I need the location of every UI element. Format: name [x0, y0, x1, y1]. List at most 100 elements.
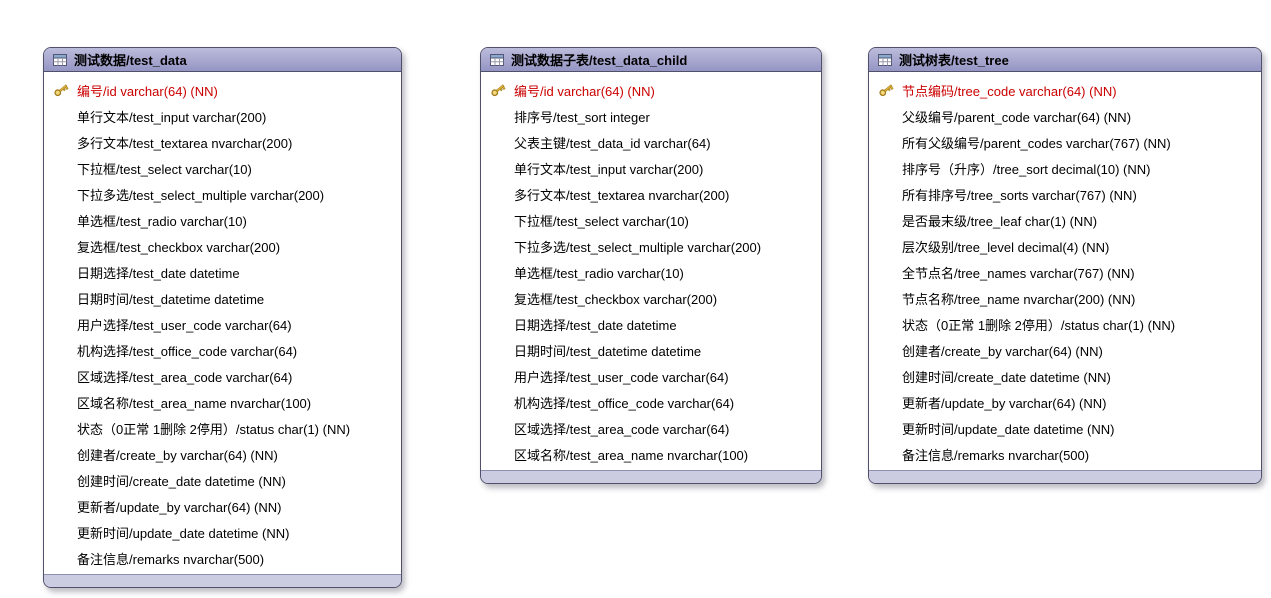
- column-row: 父级编号/parent_code varchar(64) (NN): [869, 103, 1261, 129]
- column-row-primary-key: 编号/id varchar(64) (NN): [44, 77, 401, 103]
- column-definition: 创建者/create_by varchar(64) (NN): [77, 447, 278, 463]
- table-title: 测试数据/test_data: [74, 53, 187, 68]
- column-row: 状态（0正常 1删除 2停用）/status char(1) (NN): [44, 415, 401, 441]
- table-node-test_data[interactable]: 测试数据/test_data 编号/id varchar(64) (NN) 单行文本…: [43, 47, 402, 588]
- column-row: 下拉框/test_select varchar(10): [481, 207, 821, 233]
- column-row: 复选框/test_checkbox varchar(200): [44, 233, 401, 259]
- column-row: 备注信息/remarks nvarchar(500): [869, 441, 1261, 467]
- column-definition: 单选框/test_radio varchar(10): [514, 265, 684, 281]
- column-definition: 更新者/update_by varchar(64) (NN): [77, 499, 282, 515]
- column-definition: 节点编码/tree_code varchar(64) (NN): [902, 83, 1117, 99]
- table-node-test_data_child[interactable]: 测试数据子表/test_data_child 编号/id varchar(64) …: [480, 47, 822, 484]
- table-footer-strip: [869, 470, 1261, 483]
- column-row: 层次级别/tree_level decimal(4) (NN): [869, 233, 1261, 259]
- column-row: 下拉多选/test_select_multiple varchar(200): [481, 233, 821, 259]
- column-row: 备注信息/remarks nvarchar(500): [44, 545, 401, 571]
- column-definition: 创建者/create_by varchar(64) (NN): [902, 343, 1103, 359]
- table-icon: [878, 53, 892, 66]
- column-row: 是否最末级/tree_leaf char(1) (NN): [869, 207, 1261, 233]
- column-definition: 备注信息/remarks nvarchar(500): [902, 447, 1090, 463]
- column-definition: 全节点名/tree_names varchar(767) (NN): [902, 265, 1135, 281]
- column-definition: 所有父级编号/parent_codes varchar(767) (NN): [902, 135, 1171, 151]
- column-row: 创建者/create_by varchar(64) (NN): [44, 441, 401, 467]
- column-row: 单行文本/test_input varchar(200): [44, 103, 401, 129]
- column-definition: 用户选择/test_user_code varchar(64): [514, 369, 729, 385]
- column-row: 区域名称/test_area_name nvarchar(100): [44, 389, 401, 415]
- column-row: 复选框/test_checkbox varchar(200): [481, 285, 821, 311]
- column-definition: 区域名称/test_area_name nvarchar(100): [77, 395, 312, 411]
- column-definition: 区域选择/test_area_code varchar(64): [514, 421, 730, 437]
- column-row: 日期时间/test_datetime datetime: [44, 285, 401, 311]
- column-definition: 下拉多选/test_select_multiple varchar(200): [514, 239, 762, 255]
- column-row: 下拉多选/test_select_multiple varchar(200): [44, 181, 401, 207]
- column-row: 单选框/test_radio varchar(10): [481, 259, 821, 285]
- column-row: 父表主键/test_data_id varchar(64): [481, 129, 821, 155]
- column-definition: 是否最末级/tree_leaf char(1) (NN): [902, 213, 1098, 229]
- column-definition: 机构选择/test_office_code varchar(64): [77, 343, 298, 359]
- column-definition: 区域名称/test_area_name nvarchar(100): [514, 447, 749, 463]
- column-row: 多行文本/test_textarea nvarchar(200): [481, 181, 821, 207]
- table-columns-section: 编号/id varchar(64) (NN) 单行文本/test_input va…: [44, 72, 401, 574]
- table-footer-strip: [481, 470, 821, 483]
- table-columns-section: 节点编码/tree_code varchar(64) (NN) 父级编号/pare…: [869, 72, 1261, 470]
- column-definition: 备注信息/remarks nvarchar(500): [77, 551, 265, 567]
- column-definition: 排序号/test_sort integer: [514, 109, 650, 125]
- column-definition: 状态（0正常 1删除 2停用）/status char(1) (NN): [902, 317, 1176, 333]
- column-definition: 创建时间/create_date datetime (NN): [77, 473, 286, 489]
- column-row: 机构选择/test_office_code varchar(64): [481, 389, 821, 415]
- column-definition: 多行文本/test_textarea nvarchar(200): [77, 135, 293, 151]
- column-definition: 日期时间/test_datetime datetime: [514, 343, 702, 359]
- column-definition: 下拉多选/test_select_multiple varchar(200): [77, 187, 325, 203]
- column-row: 全节点名/tree_names varchar(767) (NN): [869, 259, 1261, 285]
- table-icon: [53, 53, 67, 66]
- column-definition: 父级编号/parent_code varchar(64) (NN): [902, 109, 1132, 125]
- primary-key-icon: [44, 81, 77, 99]
- column-definition: 用户选择/test_user_code varchar(64): [77, 317, 292, 333]
- column-definition: 父表主键/test_data_id varchar(64): [514, 135, 711, 151]
- column-definition: 日期选择/test_date datetime: [514, 317, 677, 333]
- column-definition: 下拉框/test_select varchar(10): [77, 161, 252, 177]
- column-definition: 更新时间/update_date datetime (NN): [902, 421, 1115, 437]
- table-header[interactable]: 测试数据/test_data: [44, 48, 401, 72]
- column-definition: 复选框/test_checkbox varchar(200): [77, 239, 281, 255]
- column-row: 创建时间/create_date datetime (NN): [44, 467, 401, 493]
- column-definition: 层次级别/tree_level decimal(4) (NN): [902, 239, 1110, 255]
- column-row: 更新时间/update_date datetime (NN): [869, 415, 1261, 441]
- column-row: 日期选择/test_date datetime: [44, 259, 401, 285]
- table-header[interactable]: 测试树表/test_tree: [869, 48, 1261, 72]
- table-title: 测试数据子表/test_data_child: [511, 53, 688, 68]
- column-row: 创建时间/create_date datetime (NN): [869, 363, 1261, 389]
- table-footer-strip: [44, 574, 401, 587]
- column-definition: 单行文本/test_input varchar(200): [514, 161, 704, 177]
- column-row: 机构选择/test_office_code varchar(64): [44, 337, 401, 363]
- column-definition: 所有排序号/tree_sorts varchar(767) (NN): [902, 187, 1137, 203]
- column-row: 区域选择/test_area_code varchar(64): [481, 415, 821, 441]
- column-row: 更新者/update_by varchar(64) (NN): [869, 389, 1261, 415]
- column-definition: 区域选择/test_area_code varchar(64): [77, 369, 293, 385]
- primary-key-icon: [481, 81, 514, 99]
- column-definition: 单行文本/test_input varchar(200): [77, 109, 267, 125]
- column-row: 用户选择/test_user_code varchar(64): [481, 363, 821, 389]
- column-row: 单选框/test_radio varchar(10): [44, 207, 401, 233]
- column-row: 创建者/create_by varchar(64) (NN): [869, 337, 1261, 363]
- column-definition: 编号/id varchar(64) (NN): [514, 83, 655, 99]
- column-definition: 节点名称/tree_name nvarchar(200) (NN): [902, 291, 1136, 307]
- column-row: 状态（0正常 1删除 2停用）/status char(1) (NN): [869, 311, 1261, 337]
- column-definition: 日期选择/test_date datetime: [77, 265, 240, 281]
- column-row: 节点名称/tree_name nvarchar(200) (NN): [869, 285, 1261, 311]
- column-row: 排序号/test_sort integer: [481, 103, 821, 129]
- column-row: 区域名称/test_area_name nvarchar(100): [481, 441, 821, 467]
- column-definition: 排序号（升序）/tree_sort decimal(10) (NN): [902, 161, 1151, 177]
- column-definition: 下拉框/test_select varchar(10): [514, 213, 689, 229]
- column-definition: 日期时间/test_datetime datetime: [77, 291, 265, 307]
- column-row: 更新者/update_by varchar(64) (NN): [44, 493, 401, 519]
- column-definition: 复选框/test_checkbox varchar(200): [514, 291, 718, 307]
- column-row: 排序号（升序）/tree_sort decimal(10) (NN): [869, 155, 1261, 181]
- table-header[interactable]: 测试数据子表/test_data_child: [481, 48, 821, 72]
- column-row: 区域选择/test_area_code varchar(64): [44, 363, 401, 389]
- column-row: 日期时间/test_datetime datetime: [481, 337, 821, 363]
- column-row: 所有父级编号/parent_codes varchar(767) (NN): [869, 129, 1261, 155]
- column-row-primary-key: 节点编码/tree_code varchar(64) (NN): [869, 77, 1261, 103]
- column-definition: 状态（0正常 1删除 2停用）/status char(1) (NN): [77, 421, 351, 437]
